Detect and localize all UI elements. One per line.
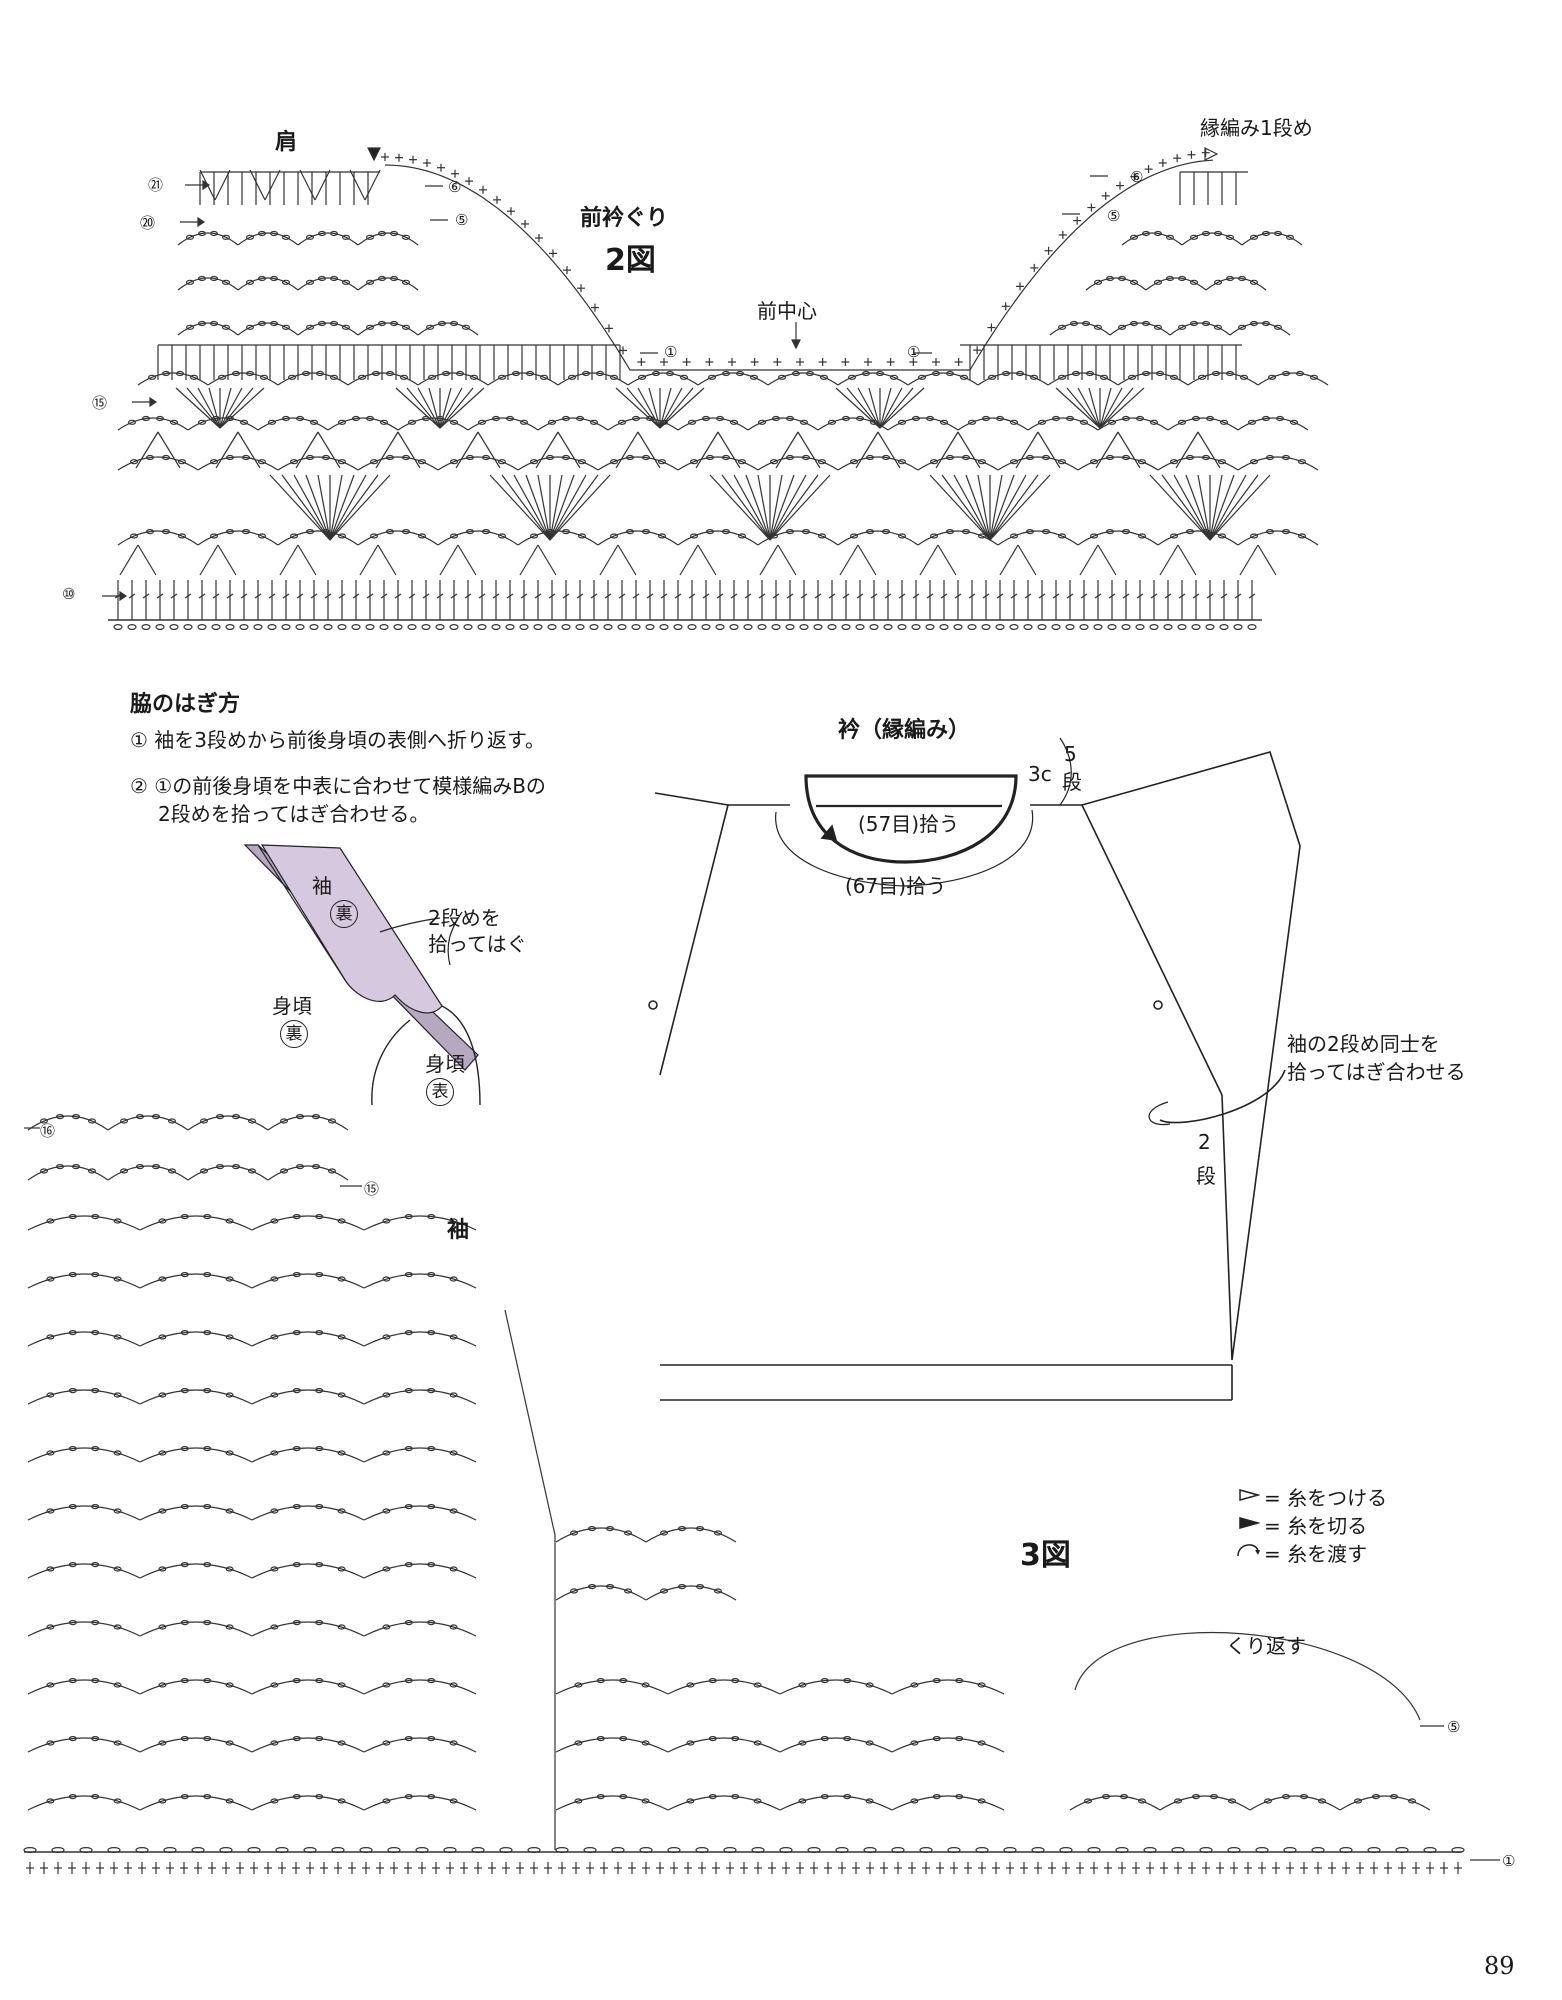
neck-row-1-left: ①: [664, 343, 678, 361]
carry-yarn-icon: [1236, 1540, 1262, 1558]
figure2-subtitle: 前衿ぐり: [580, 206, 669, 231]
page-number: 89: [1484, 1952, 1515, 1980]
row-20-marker: ⑳: [140, 214, 156, 232]
edge-row1-label: 縁編み1段め: [1200, 116, 1313, 140]
sleeve-join-note-a: 袖の2段め同士を: [1287, 1032, 1440, 1056]
figure2-title: 2図: [605, 243, 656, 278]
neck-row-6-left: ⑥: [448, 178, 462, 196]
neck-row-5-left: ⑤: [455, 211, 469, 229]
side-join-step2b: 2段めを拾ってはぎ合わせる。: [158, 802, 430, 826]
collar-rows-unit: 段: [1062, 770, 1082, 794]
row-21-marker: ㉑: [148, 176, 164, 194]
fig3-row-15: ⑮: [364, 1180, 380, 1198]
fold-sleeve-label: 袖: [312, 874, 332, 898]
side-join-step2a: ② ①の前後身頃を中表に合わせて模様編みBの: [130, 774, 546, 798]
fig3-row-1: ①: [1502, 1852, 1516, 1870]
collar-pick-inner: (57目)拾う: [858, 812, 960, 836]
collar-rows: 5: [1064, 742, 1077, 766]
neck-row-1-right: ①: [907, 343, 921, 361]
fold-note-a: 2段めを: [428, 906, 501, 930]
figure3-sleeve-label: 袖: [447, 1218, 470, 1243]
side-join-illustration: [243, 844, 481, 1106]
legend-attach: = 糸をつける: [1264, 1486, 1388, 1510]
side-join-heading: 脇のはぎ方: [130, 692, 241, 717]
cut-yarn-icon: [1238, 1516, 1260, 1530]
collar-depth: 3c: [1028, 762, 1052, 786]
figure3-stitch-chart: [23, 1113, 1500, 1874]
collar-schematic: [648, 737, 1301, 1401]
fold-body-wrong: 裏: [280, 1020, 308, 1048]
sleeve-join-note-b: 拾ってはぎ合わせる: [1287, 1060, 1466, 1084]
shoulder-label: 肩: [275, 130, 298, 155]
attach-yarn-icon: [1238, 1488, 1260, 1502]
legend-cut: = 糸を切る: [1264, 1514, 1368, 1538]
fold-body2-label: 身頃: [425, 1052, 465, 1076]
repeat-label: くり返す: [1226, 1634, 1306, 1658]
fig3-row-16: ⑯: [40, 1122, 56, 1140]
row-15-marker: ⑮: [92, 394, 108, 412]
collar-pick-outer: (67目)拾う: [845, 874, 947, 898]
row-10-marker: ⑩: [62, 585, 76, 603]
collar-title: 衿（縁編み）: [838, 718, 971, 743]
fold-note-b: 拾ってはぐ: [428, 932, 527, 956]
fold-sleeve-wrong: 裏: [330, 900, 358, 928]
legend-carry: = 糸を渡す: [1264, 1542, 1368, 1566]
side-rows2: 2: [1198, 1130, 1211, 1154]
neck-row-5-right: ⑤: [1107, 207, 1121, 225]
side-join-step1: ① 袖を3段めから前後身頃の表側へ折り返す。: [130, 728, 546, 752]
front-center-label: 前中心: [757, 299, 817, 323]
figure3-title: 3図: [1020, 1538, 1071, 1573]
figure2-stitch-chart: [102, 169, 1329, 630]
fold-body-right: 表: [426, 1078, 454, 1106]
fold-body-label: 身頃: [272, 994, 312, 1018]
side-rows2-unit: 段: [1196, 1164, 1216, 1188]
figure2-neckline-edge: [367, 147, 1219, 371]
fig3-row-5: ⑤: [1447, 1718, 1461, 1736]
neck-row-6-right: ⑥: [1130, 168, 1144, 186]
